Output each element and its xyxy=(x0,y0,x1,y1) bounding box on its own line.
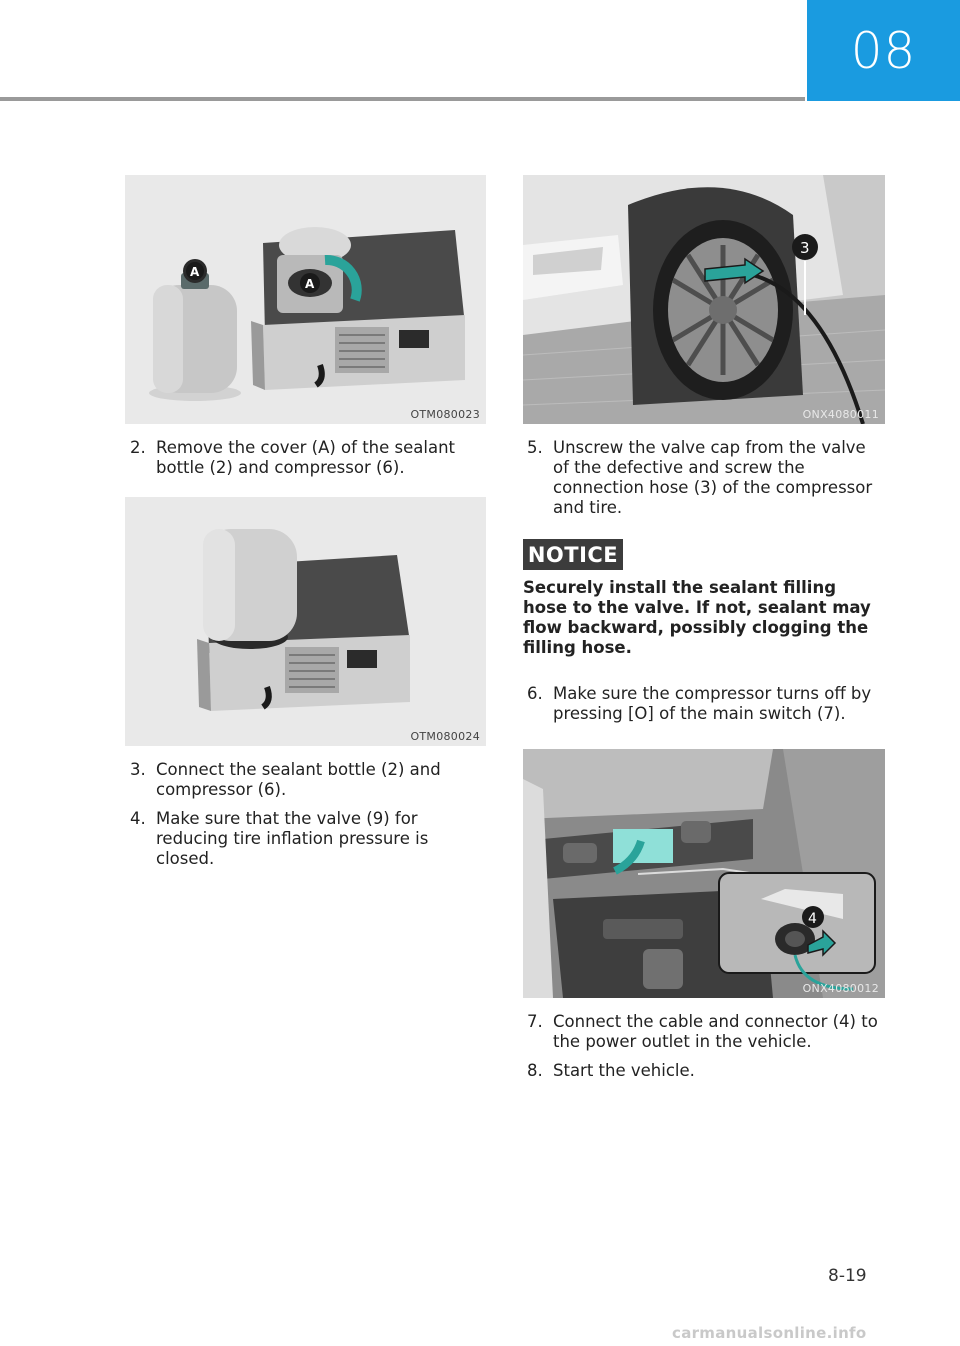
steps-list-right-top: 5. Unscrew the valve cap from the valve … xyxy=(527,438,882,527)
watermark: carmanualsonline.info xyxy=(672,1324,867,1342)
list-item: 3. Connect the sealant bottle (2) and co… xyxy=(130,760,480,800)
chapter-tab: 08 xyxy=(807,0,960,101)
step-text: Remove the cover (A) of the sealant bott… xyxy=(156,438,455,477)
list-item: 6. Make sure the compressor turns off by… xyxy=(527,684,887,724)
step-text: Make sure the compressor turns off by pr… xyxy=(553,684,872,723)
svg-text:A: A xyxy=(305,277,315,291)
svg-text:3: 3 xyxy=(800,239,810,257)
step-text: Make sure that the valve (9) for reducin… xyxy=(156,809,429,868)
figure-remove-cover: A A OTM080023 xyxy=(125,175,486,424)
figure-code: ONX4080012 xyxy=(802,982,879,995)
step-number: 6. xyxy=(527,684,543,703)
list-item: 4. Make sure that the valve (9) for redu… xyxy=(130,809,480,869)
figure-connect-hose-illustration: 3 xyxy=(523,175,885,424)
notice-badge: NOTICE xyxy=(523,539,623,570)
figure-connect-bottle-illustration xyxy=(125,497,486,746)
figure-code: OTM080023 xyxy=(410,408,480,421)
figure-connect-hose: 3 ONX4080011 xyxy=(523,175,885,424)
steps-list-left-bottom: 3. Connect the sealant bottle (2) and co… xyxy=(130,760,480,878)
figure-power-outlet: 4 ONX4080012 xyxy=(523,749,885,998)
steps-list-left-top: 2. Remove the cover (A) of the sealant b… xyxy=(130,438,480,487)
figure-connect-bottle: OTM080024 xyxy=(125,497,486,746)
step-text: Connect the sealant bottle (2) and compr… xyxy=(156,760,441,799)
step-number: 7. xyxy=(527,1012,543,1031)
step-number: 2. xyxy=(130,438,146,457)
list-item: 2. Remove the cover (A) of the sealant b… xyxy=(130,438,480,478)
step-number: 5. xyxy=(527,438,543,457)
figure-power-outlet-illustration: 4 xyxy=(523,749,885,998)
step-text: Connect the cable and connector (4) to t… xyxy=(553,1012,878,1051)
step-text: Start the vehicle. xyxy=(553,1061,695,1080)
step-number: 8. xyxy=(527,1061,543,1080)
step-number: 3. xyxy=(130,760,146,779)
steps-list-right-bottom: 7. Connect the cable and connector (4) t… xyxy=(527,1012,887,1090)
step-text: Unscrew the valve cap from the valve of … xyxy=(553,438,873,517)
figure-code: OTM080024 xyxy=(410,730,480,743)
figure-remove-cover-illustration: A A xyxy=(125,175,486,424)
svg-text:A: A xyxy=(190,265,200,279)
figure-code: ONX4080011 xyxy=(802,408,879,421)
list-item: 8. Start the vehicle. xyxy=(527,1061,887,1081)
list-item: 7. Connect the cable and connector (4) t… xyxy=(527,1012,887,1052)
header-rule xyxy=(0,97,805,101)
page-number: 8-19 xyxy=(828,1266,867,1286)
step-number: 4. xyxy=(130,809,146,828)
svg-text:4: 4 xyxy=(808,911,817,927)
notice-text: Securely install the sealant filling hos… xyxy=(523,578,871,657)
list-item: 5. Unscrew the valve cap from the valve … xyxy=(527,438,882,518)
steps-list-right-mid: 6. Make sure the compressor turns off by… xyxy=(527,684,887,733)
